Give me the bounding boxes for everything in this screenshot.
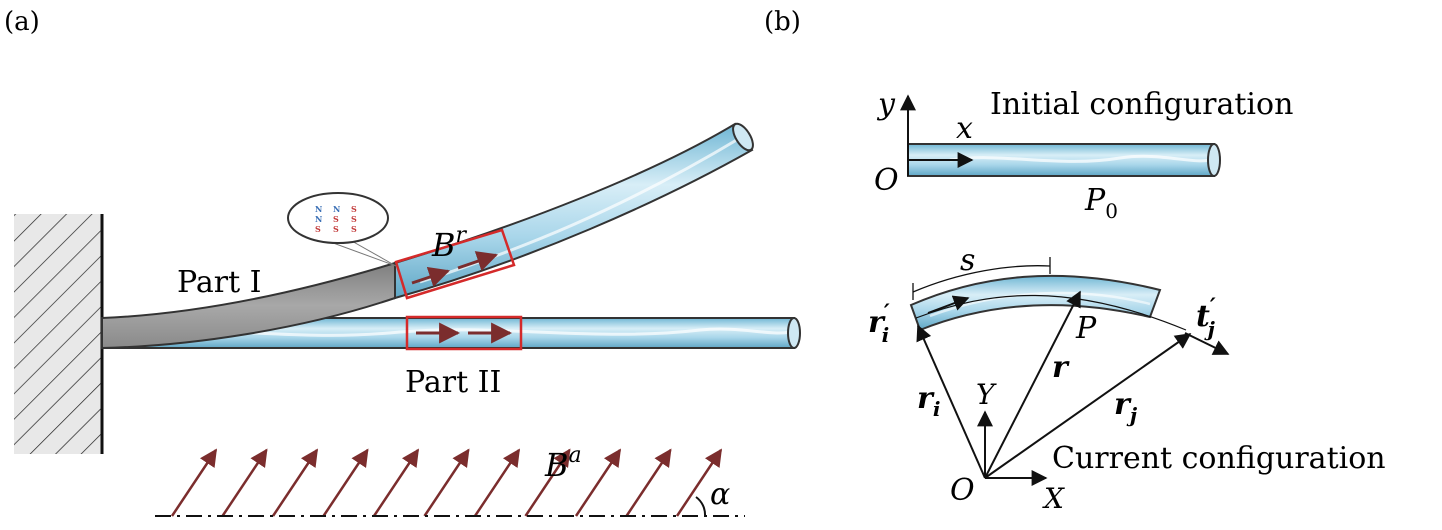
arc-length-dimension <box>912 265 1051 293</box>
applied-field-arrow <box>574 448 622 517</box>
applied-field-arrow <box>170 448 218 517</box>
current-Y-label: Y <box>976 378 997 411</box>
angle-arc <box>695 496 707 517</box>
applied-field-arrow <box>524 448 571 517</box>
part-ii-label: Part II <box>405 365 501 400</box>
part-ii-magnetized-segment <box>405 315 523 351</box>
part-i-label: Part I <box>177 265 262 300</box>
initial-origin-label: O <box>874 163 899 198</box>
current-X-label: X <box>1042 482 1065 515</box>
applied-field-arrows <box>170 448 723 517</box>
current-point-label: P <box>1075 311 1097 346</box>
arc-length-label: s <box>960 243 975 278</box>
part-i-tube <box>101 122 754 350</box>
t-j-tangent <box>1184 332 1230 355</box>
particle-label: N <box>315 204 322 214</box>
part-i-magnetized-segment <box>394 228 516 300</box>
fixed-wall <box>14 214 102 454</box>
r-vector <box>984 290 1081 479</box>
current-configuration-label: Current configuration <box>1052 441 1386 476</box>
particle-label: N <box>315 214 322 224</box>
r-i-prime-label: r′i <box>868 300 890 347</box>
initial-point-label: P0 <box>1084 183 1118 223</box>
particle-label: S <box>315 224 321 234</box>
r-i-label: ri <box>917 381 940 421</box>
applied-field-arrow <box>625 448 672 517</box>
current-tube <box>909 274 1187 332</box>
residual-field-label: Br <box>431 223 468 264</box>
applied-field-arrow <box>322 448 369 517</box>
r-i-vector <box>916 324 986 479</box>
particle-label: S <box>333 224 339 234</box>
particle-label: N <box>333 204 340 214</box>
r-j-label: rj <box>1114 387 1138 427</box>
applied-field-label: Ba <box>544 443 582 484</box>
t-j-prime-label: t′j <box>1196 294 1216 341</box>
applied-field-arrow <box>221 448 268 517</box>
particle-label: S <box>351 224 357 234</box>
particle-label: S <box>351 204 357 214</box>
r-j-vector <box>984 333 1192 479</box>
magnetic-particles-zoom: N N S N S S S S S <box>287 192 397 267</box>
initial-x-label: x <box>956 111 973 146</box>
panel-a-label: (a) <box>4 7 40 37</box>
panel-b-label: (b) <box>764 7 801 37</box>
angle-label: α <box>710 477 730 512</box>
initial-configuration-label: Initial configuration <box>990 87 1293 122</box>
applied-field-arrow <box>675 448 723 517</box>
initial-y-label: y <box>876 87 896 122</box>
particle-label: S <box>351 214 357 224</box>
current-origin-label: O <box>950 473 975 508</box>
applied-field-arrow <box>473 448 521 517</box>
applied-field-arrow <box>372 448 420 517</box>
particle-label: S <box>333 214 339 224</box>
applied-field-arrow <box>271 448 319 517</box>
applied-field-arrow <box>423 448 470 517</box>
r-vector-label: r <box>1052 350 1070 385</box>
